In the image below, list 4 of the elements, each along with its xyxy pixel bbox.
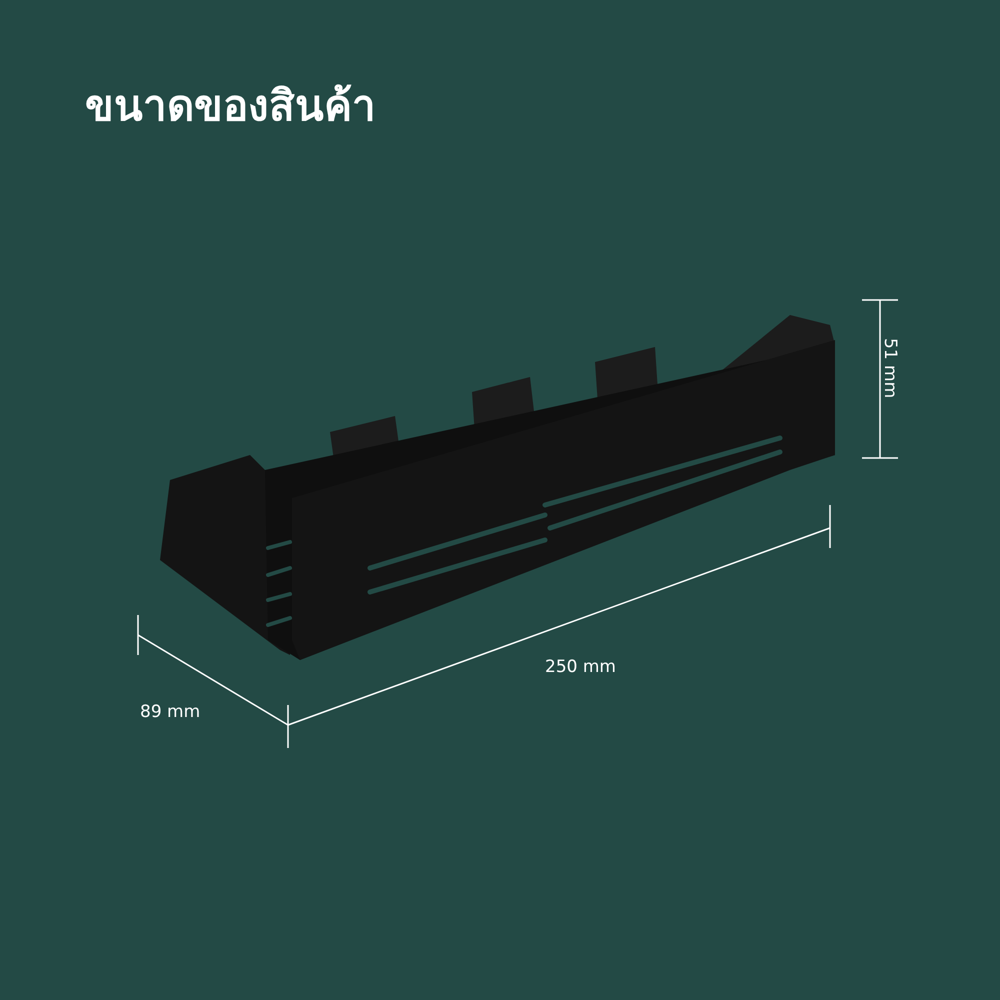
dimension-label: 89 mm xyxy=(140,702,200,722)
page-title: ขนาดของสินค้า xyxy=(85,80,376,132)
dimension-label: 250 mm xyxy=(545,657,616,677)
dimension-label: 51 mm xyxy=(880,338,900,398)
